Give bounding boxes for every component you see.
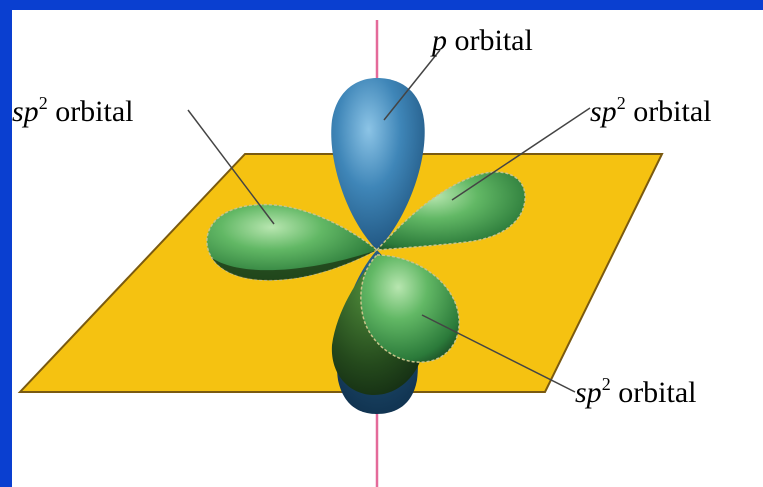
sp2-orbital-left-label: sp2 orbital xyxy=(12,93,134,128)
leader-line-p xyxy=(383,49,441,121)
sp2-orbital-left-underside xyxy=(212,250,377,281)
diagram-frame: p orbital sp2 orbital sp2 orbital sp2 or… xyxy=(12,10,763,487)
leader-line-sp2-bottom xyxy=(421,314,576,393)
sp2-orbital-bottom-label: sp2 orbital xyxy=(575,374,697,409)
p-orbital-label: p orbital xyxy=(430,24,533,57)
leader-line-sp2-left xyxy=(187,109,275,225)
sp2-hybridization-diagram: p orbital sp2 orbital sp2 orbital sp2 or… xyxy=(12,20,712,487)
sp2-orbital-bottom-lobe xyxy=(360,254,460,363)
leader-line-sp2-right xyxy=(451,107,591,201)
p-orbital-upper-lobe xyxy=(331,78,425,250)
sp2-orbital-right-label: sp2 orbital xyxy=(590,93,712,128)
sp2-orbital-right-lobe xyxy=(375,171,526,251)
